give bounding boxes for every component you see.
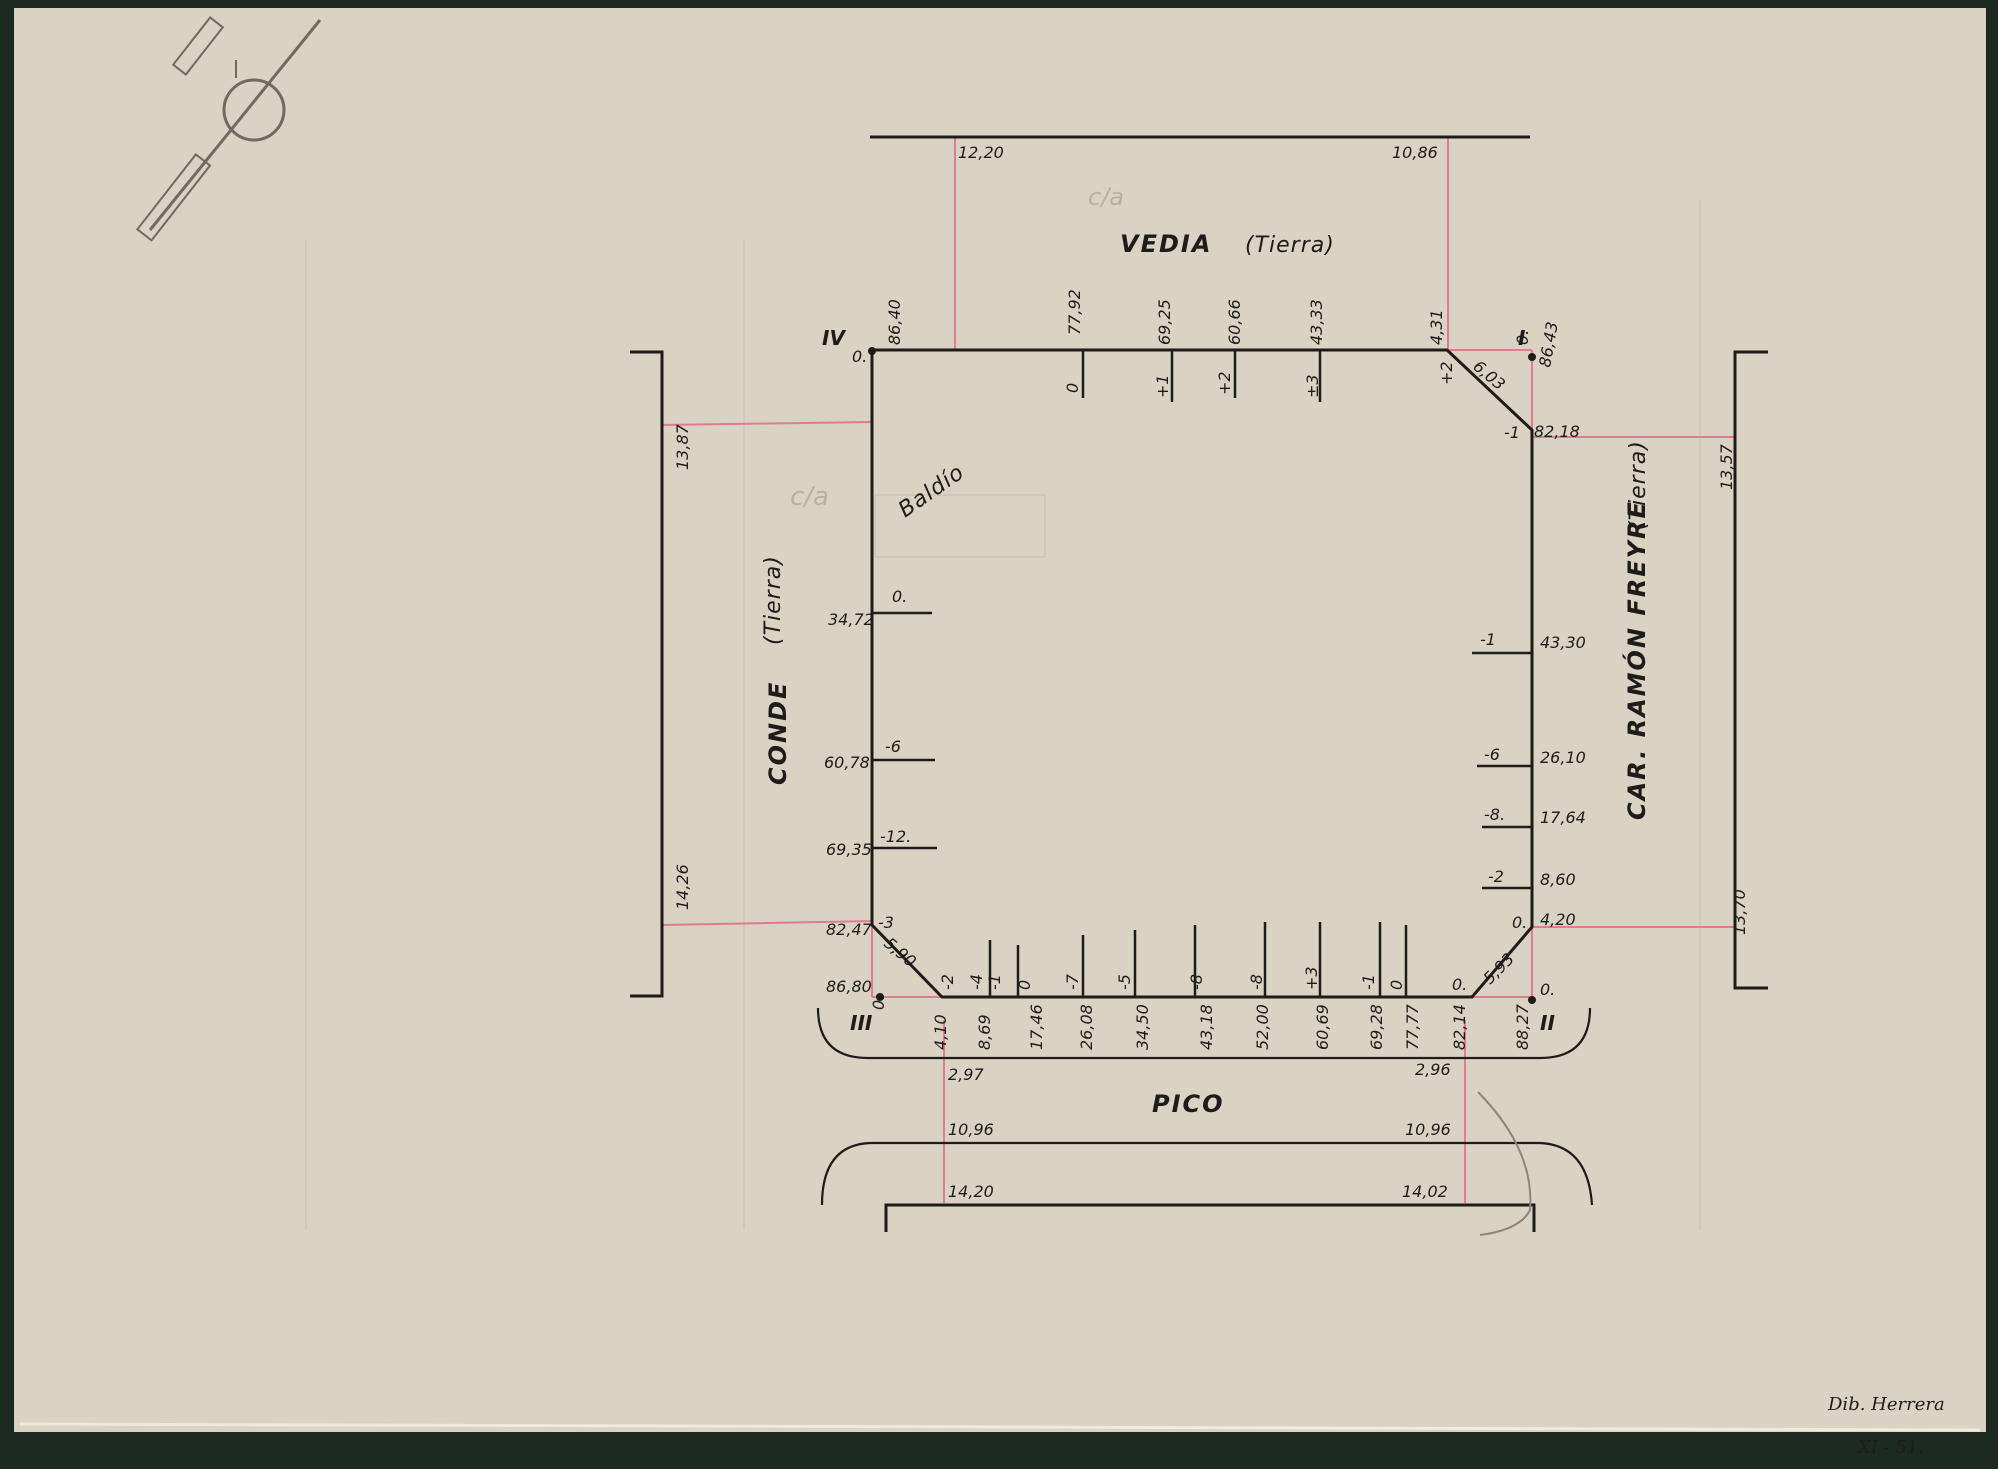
south-level-8: -8 bbox=[1247, 974, 1266, 990]
street-name-west: CONDE bbox=[764, 681, 792, 785]
south-level-11: 0 bbox=[1387, 980, 1406, 990]
south-dist-12: 82,14 bbox=[1450, 1004, 1469, 1050]
south-dist-13: 88,27 bbox=[1513, 1003, 1532, 1050]
south-pave-right: 10,96 bbox=[1405, 1120, 1451, 1139]
street-name-north: VEDIA bbox=[1120, 230, 1212, 258]
east-dist-5: 8,60 bbox=[1540, 870, 1576, 889]
east-dist-2: 43,30 bbox=[1540, 633, 1586, 652]
south-dist-9: 60,69 bbox=[1313, 1004, 1332, 1050]
street-name-south: PICO bbox=[1152, 1090, 1225, 1118]
east-width-top: 13,57 bbox=[1717, 443, 1736, 490]
south-level-10: -1 bbox=[1359, 974, 1378, 990]
west-width-top: 13,87 bbox=[673, 423, 692, 470]
west-dist-3: 69,35 bbox=[826, 840, 872, 859]
south-dist-2: 8,69 bbox=[975, 1014, 994, 1050]
west-dist-2: 60,78 bbox=[824, 753, 870, 772]
north-level-3: +1 bbox=[1153, 374, 1172, 398]
pencil-mark-north: c/a bbox=[1088, 183, 1124, 211]
south-level-12: 0. bbox=[1452, 975, 1467, 994]
corner-dots bbox=[868, 347, 1536, 1004]
street-lines bbox=[630, 135, 1768, 1232]
street-surface-east: (Tierra) bbox=[1626, 440, 1651, 530]
north-level-4: +2 bbox=[1215, 371, 1234, 395]
south-curb-right: 2,96 bbox=[1415, 1060, 1451, 1079]
west-level-2: -6 bbox=[885, 737, 901, 756]
street-surface-west: (Tierra) bbox=[761, 555, 786, 645]
west-level-3: -12. bbox=[880, 827, 911, 846]
south-level-9: +3 bbox=[1302, 966, 1321, 990]
north-level-1: 0. bbox=[852, 347, 867, 366]
south-level-5: -7 bbox=[1063, 973, 1082, 990]
north-width-right: 10,86 bbox=[1392, 143, 1438, 162]
pencil-scribble bbox=[1477, 1091, 1532, 1236]
west-dist-4: 82,47 bbox=[826, 920, 873, 939]
north-dist-2: 77,92 bbox=[1065, 289, 1084, 335]
south-level-2: -4 bbox=[967, 974, 986, 990]
street-surface-north: (Tierra) bbox=[1245, 233, 1335, 258]
south-level-3: -1 bbox=[985, 974, 1004, 990]
paper-background bbox=[14, 8, 1986, 1432]
south-dist-7: 43,18 bbox=[1197, 1004, 1216, 1050]
north-dist-3: 69,25 bbox=[1155, 299, 1174, 345]
north-dist-6: 4,31 bbox=[1427, 309, 1446, 345]
south-dist-4: 17,46 bbox=[1027, 1004, 1046, 1050]
south-dist-10: 69,28 bbox=[1367, 1004, 1386, 1050]
south-dist-11: 77,77 bbox=[1403, 1003, 1422, 1050]
west-level-5: 0. bbox=[869, 995, 888, 1010]
west-level-4: -3 bbox=[878, 913, 894, 932]
south-line-left: 14,20 bbox=[948, 1182, 994, 1201]
north-level-5: ±3 bbox=[1303, 374, 1322, 398]
south-dist-5: 26,08 bbox=[1077, 1004, 1096, 1050]
east-level-2: -1 bbox=[1480, 630, 1496, 649]
vertex-label-ii: II bbox=[1540, 1011, 1555, 1035]
east-dist-3: 26,10 bbox=[1540, 748, 1586, 767]
east-level-4: -8. bbox=[1484, 805, 1505, 824]
signature-date: XI - 51. bbox=[1856, 1437, 1924, 1458]
north-level-7: 0. bbox=[1513, 330, 1532, 345]
east-level-1: -1 bbox=[1504, 423, 1520, 442]
paper-bottom-edge bbox=[19, 1422, 1981, 1432]
pencil-mark-west: c/a bbox=[790, 482, 829, 512]
vertex-label-iv: IV bbox=[822, 326, 846, 350]
east-level-6: 0. bbox=[1512, 913, 1527, 932]
west-width-bottom: 14,26 bbox=[673, 864, 692, 910]
east-width-bottom: 13,70 bbox=[1730, 889, 1749, 935]
east-dist-4: 17,64 bbox=[1540, 808, 1586, 827]
vertex-label-iii: III bbox=[850, 1011, 873, 1035]
block-outline bbox=[870, 348, 1534, 999]
signature-name: Dib. Herrera bbox=[1827, 1394, 1945, 1415]
level-ticks bbox=[872, 350, 1532, 997]
north-level-6: +2 bbox=[1437, 361, 1456, 385]
north-arrow-icon bbox=[135, 16, 322, 242]
south-dist-6: 34,50 bbox=[1133, 1004, 1152, 1050]
north-width-left: 12,20 bbox=[958, 143, 1004, 162]
vertex-label-i: I bbox=[1518, 326, 1526, 350]
east-dist-1: 82,18 bbox=[1534, 422, 1580, 441]
north-dist-5: 43,33 bbox=[1307, 299, 1326, 345]
north-dist-4: 60,66 bbox=[1225, 299, 1244, 345]
south-dist-1: 4,10 bbox=[931, 1014, 950, 1050]
north-level-2: 0 bbox=[1063, 383, 1082, 393]
south-level-7: -8 bbox=[1187, 974, 1206, 990]
south-line-right: 14,02 bbox=[1402, 1182, 1448, 1201]
south-level-13: 0. bbox=[1540, 980, 1555, 999]
east-level-3: -6 bbox=[1484, 745, 1500, 764]
pencil-guides bbox=[305, 200, 1701, 1230]
south-level-6: -5 bbox=[1115, 974, 1134, 990]
west-dist-5: 86,80 bbox=[826, 977, 872, 996]
west-level-1: 0. bbox=[892, 587, 907, 606]
south-curb-left: 2,97 bbox=[948, 1065, 984, 1084]
south-pave-left: 10,96 bbox=[948, 1120, 994, 1139]
south-level-1: -2 bbox=[938, 974, 957, 990]
east-level-5: -2 bbox=[1488, 867, 1504, 886]
east-dist-6: 4,20 bbox=[1540, 910, 1576, 929]
west-dist-1: 34,72 bbox=[828, 610, 874, 629]
south-level-4: 0 bbox=[1015, 980, 1034, 990]
south-dist-8: 52,00 bbox=[1253, 1004, 1272, 1050]
north-dist-1: 86,40 bbox=[885, 299, 904, 345]
street-name-east: CAR. RAMÓN FREYRE bbox=[1621, 500, 1651, 820]
